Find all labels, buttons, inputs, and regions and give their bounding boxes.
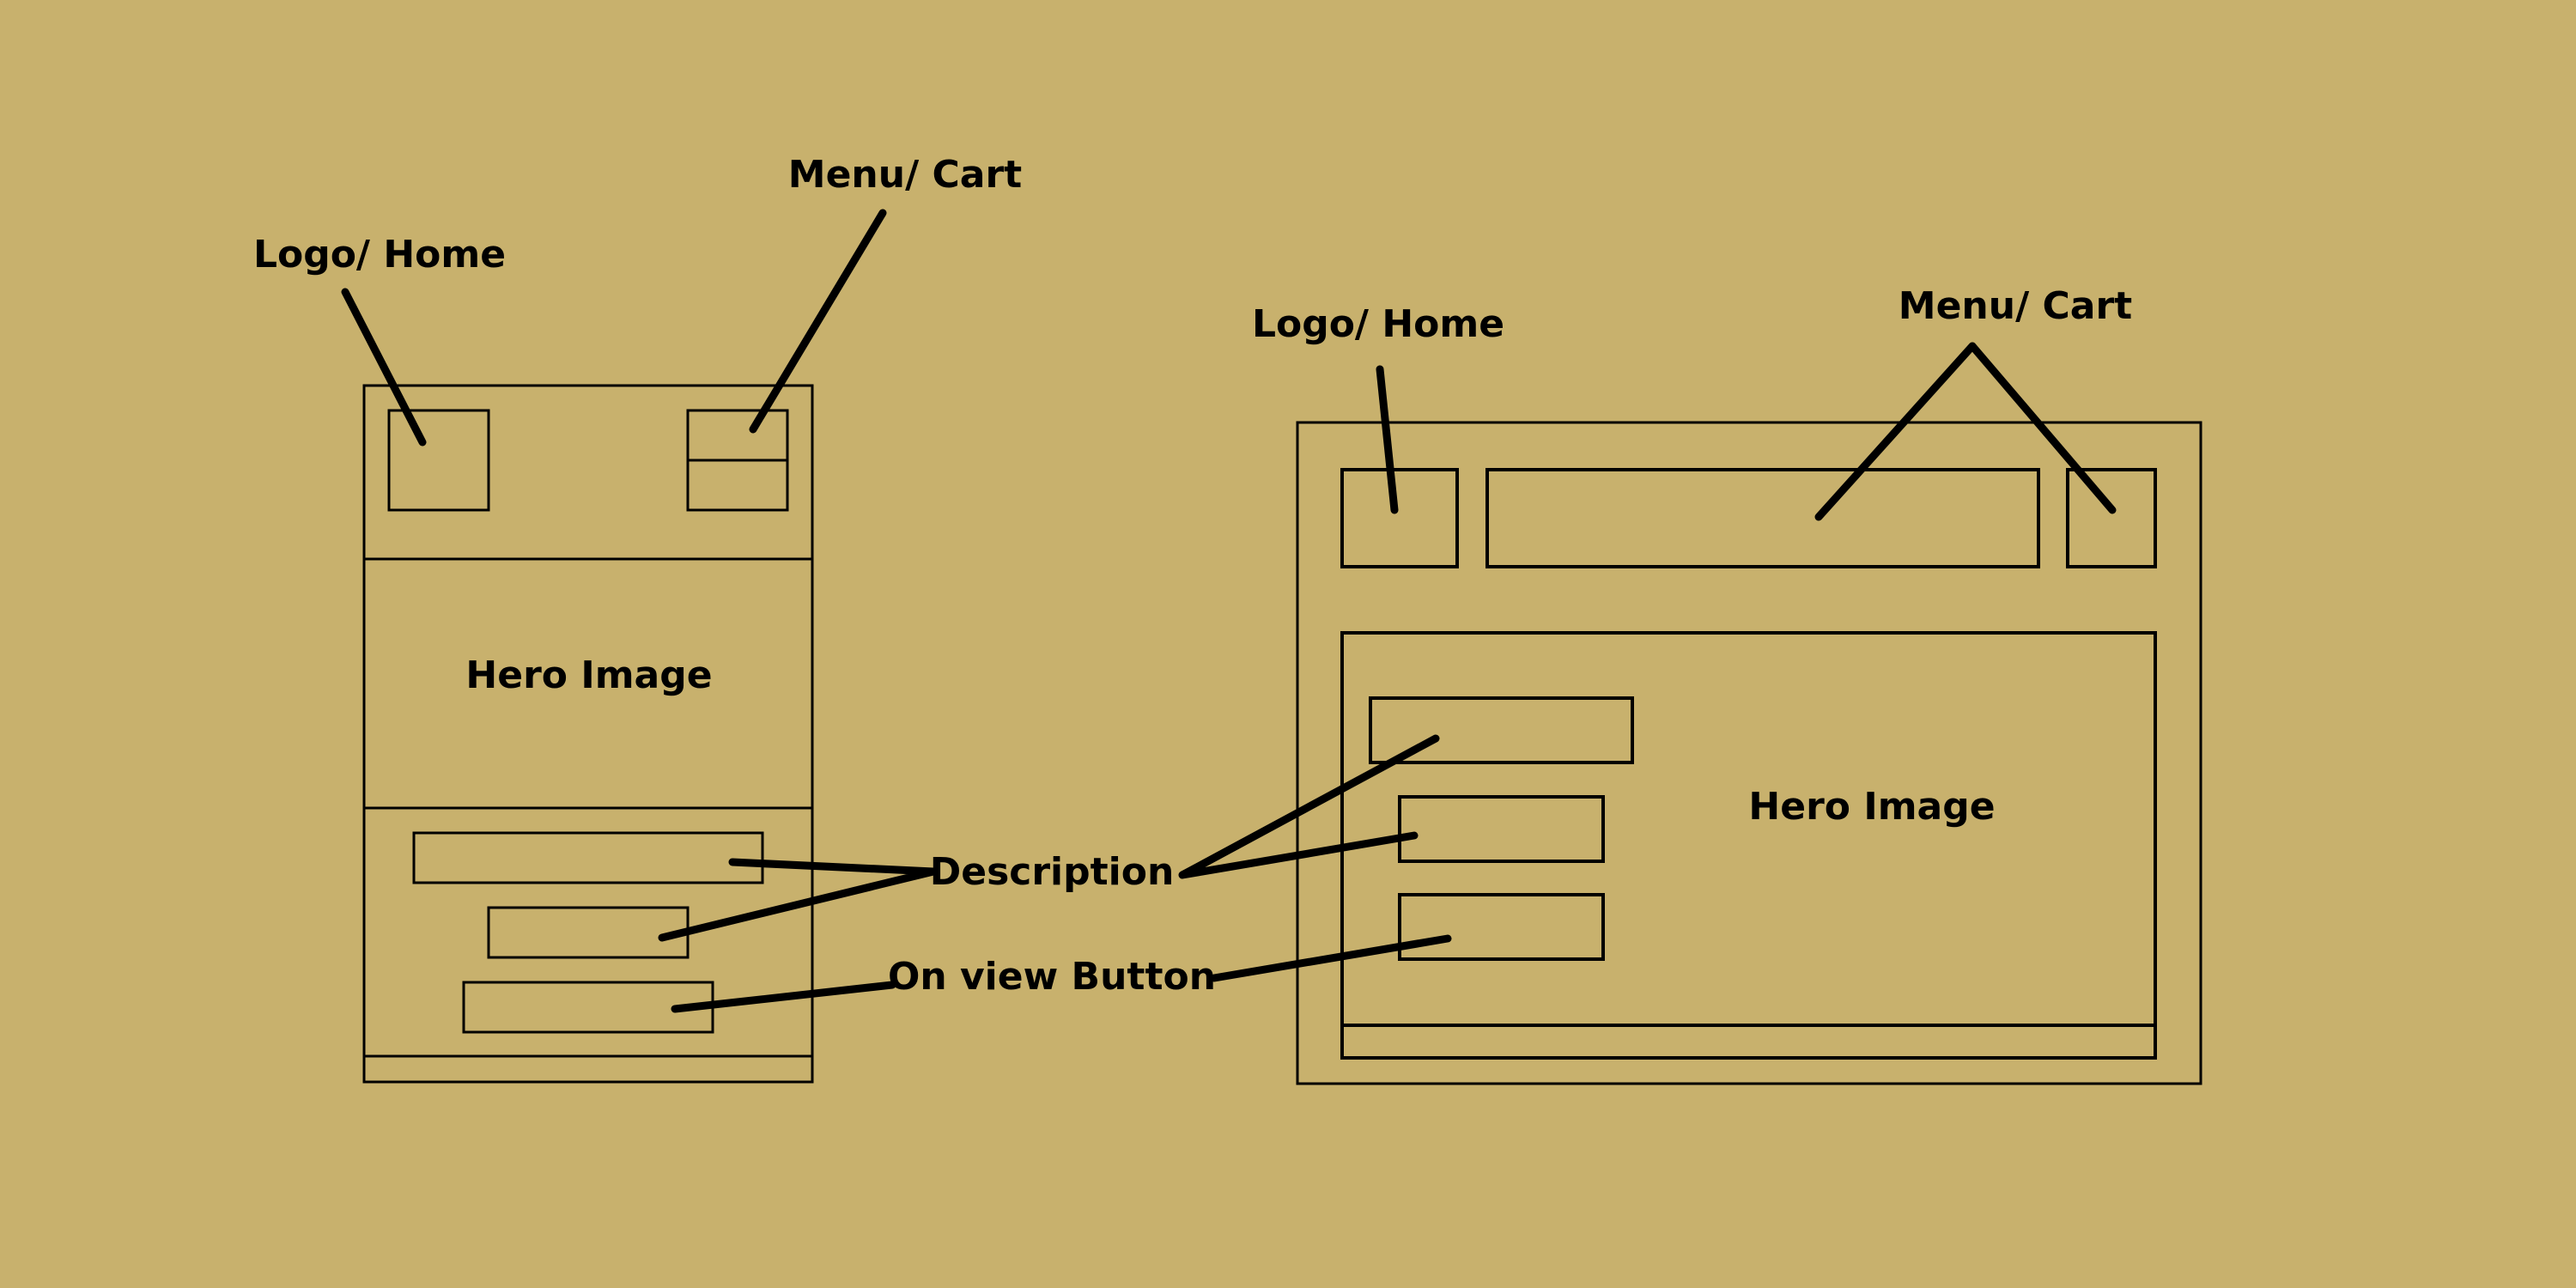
view-button-label: On view Button <box>888 955 1216 999</box>
mobile-logo-label: Logo/ Home <box>253 233 506 276</box>
callout-labels: Logo/ Home Menu/ Cart Logo/ Home Menu/ C… <box>253 153 2132 999</box>
desktop-description-line-1 <box>1369 696 1634 764</box>
desktop-description-leader <box>1178 734 1440 879</box>
mobile-logo-box <box>387 409 490 512</box>
desktop-logo-leader <box>1376 365 1399 514</box>
mobile-wireframe: Hero Image <box>362 384 814 1084</box>
leader-lines <box>341 209 2117 1013</box>
desktop-wireframe: Hero Image <box>1296 421 2202 1085</box>
mobile-logo-leader <box>341 288 427 447</box>
desktop-device-frame <box>1296 421 2202 1085</box>
mobile-menu-label: Menu/ Cart <box>788 153 1022 197</box>
mobile-description-line-1 <box>412 831 764 884</box>
desktop-menu-label: Menu/ Cart <box>1899 284 2132 328</box>
mobile-menu-leader <box>749 209 887 434</box>
desktop-view-button <box>1398 893 1605 961</box>
mobile-description-line-2 <box>487 906 690 959</box>
mobile-device-frame <box>362 384 814 1084</box>
desktop-menu-leader <box>1814 342 2117 521</box>
desktop-button-leader <box>1210 934 1452 982</box>
desktop-nav-bar <box>1485 468 2040 568</box>
desktop-cart-box <box>2066 468 2157 568</box>
mobile-button-leader <box>671 981 896 1013</box>
mobile-description-leader <box>658 858 938 942</box>
desktop-logo-box <box>1340 468 1459 568</box>
mobile-hero-label: Hero Image <box>465 653 712 697</box>
desktop-logo-label: Logo/ Home <box>1252 302 1504 346</box>
description-label: Description <box>930 850 1175 894</box>
desktop-description-line-2 <box>1398 795 1605 863</box>
desktop-hero-label: Hero Image <box>1748 785 1995 829</box>
